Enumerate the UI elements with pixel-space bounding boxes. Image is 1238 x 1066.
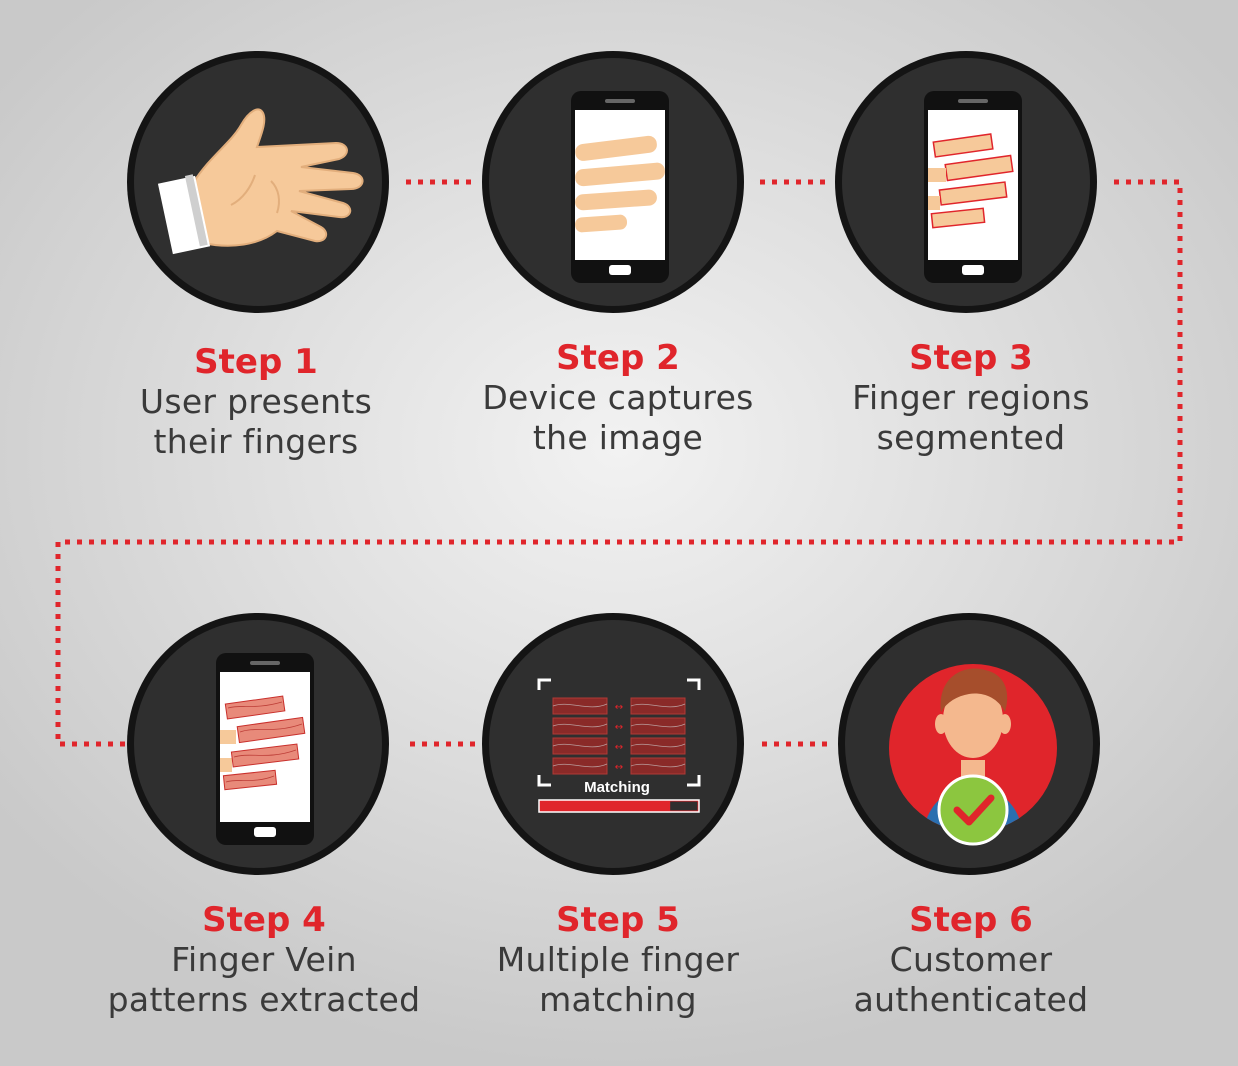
step-2-desc-line1: Device captures: [482, 378, 754, 417]
step-4-title: Step 4: [202, 900, 326, 940]
step-5-desc-line1: Multiple finger: [496, 940, 740, 979]
phone-segment-icon: [924, 91, 1022, 283]
svg-text:↔: ↔: [615, 722, 623, 733]
step-5-desc-line2: matching: [539, 980, 697, 1019]
step-6-circle: [838, 613, 1100, 875]
step-2-circle: [482, 51, 744, 313]
step-5-label: Step 5 Multiple finger matching: [448, 900, 788, 1020]
hand-icon: [157, 108, 364, 255]
step-2-label: Step 2 Device captures the image: [448, 338, 788, 458]
step-2-desc-line2: the image: [532, 418, 704, 457]
phone-vein-icon: [216, 653, 314, 845]
step-6-desc-line2: authenticated: [853, 980, 1089, 1019]
step-3-label: Step 3 Finger regions segmented: [801, 338, 1141, 458]
matching-progress-track: [538, 799, 700, 813]
step-4-circle: [127, 613, 389, 875]
phone-capture-icon: [571, 91, 669, 283]
step-6-desc-line1: Customer: [889, 940, 1053, 979]
step-1-desc-line2: their fingers: [153, 422, 359, 461]
svg-text:↔: ↔: [615, 702, 623, 713]
step-3-circle: [835, 51, 1097, 313]
step-3-title: Step 3: [909, 338, 1033, 378]
frame-corner-tr: [687, 678, 701, 690]
step-5-title: Step 5: [556, 900, 680, 940]
matching-label: Matching: [584, 779, 650, 796]
matching-icon: ↔ ↔ ↔ ↔ Matching: [537, 678, 701, 813]
step-6-title: Step 6: [909, 900, 1033, 940]
connector-3-4: [55, 179, 1183, 747]
frame-corner-br: [687, 775, 701, 787]
step-4-label: Step 4 Finger Vein patterns extracted: [94, 900, 434, 1020]
customer-check-icon: [889, 664, 1057, 846]
step-5-circle: ↔ ↔ ↔ ↔ Matching: [482, 613, 744, 875]
step-2-title: Step 2: [556, 338, 680, 378]
step-1-title: Step 1: [194, 342, 318, 382]
step-1-desc-line1: User presents: [139, 382, 373, 421]
svg-text:↔: ↔: [615, 742, 623, 753]
step-1-label: Step 1 User presents their fingers: [86, 342, 426, 462]
step-1-circle: [127, 51, 389, 313]
step-3-desc-line2: segmented: [876, 418, 1066, 457]
check-badge: [937, 774, 1009, 846]
svg-text:↔: ↔: [615, 762, 623, 773]
check-icon: [953, 794, 995, 826]
step-6-label: Step 6 Customer authenticated: [801, 900, 1141, 1020]
step-4-desc-line1: Finger Vein: [171, 940, 357, 979]
step-3-desc-line1: Finger regions: [852, 378, 1090, 417]
frame-corner-tl: [537, 678, 551, 690]
matching-progress-remaining: [670, 801, 698, 811]
step-4-desc-line2: patterns extracted: [107, 980, 421, 1019]
frame-corner-bl: [537, 775, 551, 787]
